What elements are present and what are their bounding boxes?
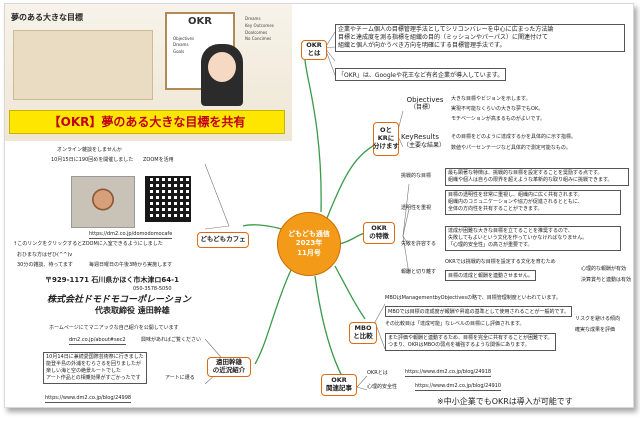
feature-heading: 透明性を重視 [401,205,432,211]
feature-item: 最も顕著な特徴は、挑戦的な目標を設定することを奨励する点です。 [448,170,603,176]
okr-toha-box: 企業やチーム個人の目標管理手法としてシリコンバレーを中心に広まった方法論 目標と… [335,24,625,53]
feature-box: 最も顕著な特徴は、挑戦的な目標を設定することを奨励する点です。 組織や個人は自ら… [445,168,629,186]
node-trainer: 遠田幹雄 の近況紹介 [207,357,251,377]
node-okr-toha: OKR とは [301,40,327,60]
mbo-box: また評価や報酬と連動するため、目標を完全に共有することが困難です。 つまり、OK… [385,333,556,351]
okr-toha-item: 企業やチーム個人の目標管理手法としてシリコンバレーを中心に広まった方法論 [338,26,554,33]
mbo-item: つまり、OKRはMBOの弱点を補強するような関係にあります。 [388,342,530,348]
cafe-item: ↑このリンクをクリックするとZOOMに入室できるようにしました [13,241,163,247]
objectives-item: 実現不可能なくらいの大きな夢でもOK。 [451,106,544,112]
company-address: 〒929-1171 石川県かほく市木津ロ64-1 [45,276,179,284]
center-node: どもども通信 2023年 11月号 [277,212,341,276]
company-logo: 株式会社ドモドモコーポレーション [47,291,191,306]
mbo-item: その比較目は「達成可能」なレベルの目標にし評価されます。 [385,321,525,327]
center-line-3: 11月号 [297,248,321,257]
node-mbo: MBO と比較 [349,322,377,344]
related-link[interactable]: https://www.dm2.co.jp/blog/24910 [415,383,502,391]
objectives-item: 大きな目標やビジョンを示します。 [451,96,531,102]
feature-heading: 報酬と切り離す [401,269,437,275]
feature-side-item: 心理的な報酬が有効 [581,266,627,272]
node-cafe: どもどもカフェ [197,232,249,248]
feature-item: 組織や個人は自らの限界を超えような革新的な取り組みに挑戦できます。 [448,177,613,183]
node-related: OKR 関連記事 [321,374,357,396]
company-representative: 代表取締役 遠田幹雄 [95,306,170,315]
trainer-item: アートに遭る [165,375,195,381]
trainer-item: 楽しい海と空の絶景ルートでした [46,368,122,374]
cafe-item: オンライン雑談をしませんか [57,147,122,153]
board-side-item: Dreams [245,16,261,21]
trainer-item: 能登半島の外浦をむらさるを回りましたが [46,361,142,367]
cafe-item: 30分の雑談、待ってます [17,262,73,268]
banner-main-text: 【OKR】夢のある大きな目標を共有 [9,110,285,134]
mindmap-sheet: 夢のある大きな目標 OKR Objectives Dreams Goals Dr… [4,3,634,408]
mbo-side-item: 確実な成果を評価 [575,327,616,333]
board-side-item: Doalcomes [245,29,268,35]
okr-board-title: OKR [188,16,212,27]
feature-box: 目標の透明性を非常に重視し、組織内に広く共有されます。 組織内のコミュニケーショ… [445,190,621,215]
feature-side-item: 決算賞与と連動は有効 [581,277,632,283]
footer-note: ※中小企業でもOKRは導入が可能です [437,397,573,406]
kr-sub: （主要な結果） [403,142,446,149]
related-label: OKRとは [367,370,388,376]
feature-item: 目標の達成と報酬を連動させません。 [445,270,536,281]
kr-heading: KeyResults [401,133,439,141]
objectives-heading: Objectives [406,96,444,104]
feature-item: 失敗してもよいという文化を作っていかなければなりません。 [448,235,588,241]
trainer-box: 10月14日に兼続愛国際芸術祭に行きました 能登半島の外浦をむらさるを回りました… [43,352,147,384]
trainer-item: ホームページにてマニアックな自己紹介を公開しています [49,325,179,331]
center-line-2: 2023年 [295,239,323,248]
board-side-item: Key Outcomes [245,22,274,28]
person-face [208,52,236,82]
kr-item: その目標をどのように達成するかを具体的に示す指標。 [451,134,577,140]
board-side-item: No Concimes [245,36,272,42]
feature-item: 全体の方向性を共有することができます。 [448,206,543,212]
board-item: Objectives [173,36,195,41]
okr-toha-note: 「OKR」は、Googleや花王など有名企業が導入しています。 [335,68,507,81]
board-item: Dreams [173,42,189,48]
trainer-item: アート作品との相乗効果がすごかったです [46,375,141,381]
feature-item: 組織内のコミュニケーションや協力が促進されるとともに、 [448,199,583,205]
trainer-link[interactable]: dm2.co.jp/about#sec2 [69,337,126,345]
board-item: Goals [173,48,185,54]
okr-toha-item: 組織と個人が向かうべき方向を明確にする目標管理手法です。 [338,42,506,50]
cafe-item: ZOOMを活用 [143,157,174,163]
objectives-sub: （目標） [410,104,435,111]
related-label: 心理的安全性 [367,384,398,390]
node-o-kr: Oと KRに 分けます [373,122,399,156]
board-side-list: Dreams Key Outcomes Doalcomes No Concime… [245,16,274,43]
objectives-item: モチベーションが高まるものがよいです。 [451,116,546,122]
desk-illustration [13,30,153,100]
cafe-item: 毎週日曜日の午後3時から実施します [89,262,173,268]
company-logo-text: 株式会社ドモドモコーポレーション [47,295,191,305]
avatar [71,176,135,228]
feature-item: 「心理的安全性」の高さが重要です。 [448,242,533,248]
feature-item: OKRでは挑戦的な目標を設定する文化を育むため [445,259,556,265]
okr-toha-item: 目標と達成度を測る指標を組織の目的（ミッションやパーパス）に関連付けて [338,34,548,42]
node-features: OKR の特徴 [363,222,395,244]
trainer-link[interactable]: https://www.dm2.co.jp/blog/24998 [45,395,132,403]
mbo-item: また評価や報酬と連動するため、目標を完全に共有することが困難です。 [388,335,553,341]
feature-heading: 失敗を許容する [401,241,437,247]
mbo-side-item: リスクを避ける傾向 [575,316,621,322]
cafe-item: 10月15日に190回めを開催しました [51,157,134,163]
feature-heading: 挑戦的な目標 [401,173,432,179]
related-link[interactable]: https://www.dm2.co.jp/blog/24918 [405,369,492,377]
company-phone: 050-3578-5050 [133,286,172,292]
banner-title: 夢のある大きな目標 [11,13,83,22]
mbo-item: MBOでは目標の達成度が報酬や昇進の基準として使用されることが一般的です。 [385,306,572,317]
kr-item: 数値やパーセンテージなど具体的で測定可能なもの。 [451,145,571,151]
trainer-item: 興味があればご覧ください [141,337,202,343]
feature-box: 達成が困難な大きな目標を立てることを推奨するので、 失敗してもよいという文化を作… [445,226,621,251]
feature-item: 達成が困難な大きな目標を立てることを推奨するので、 [448,228,573,234]
feature-item: 目標の透明性を非常に重視し、組織内に広く共有されます。 [448,192,583,198]
cafe-item: おひまな方はぜひ(^^)v [17,252,73,258]
mbo-item: MBOはManagementbyObjectivesの略で、目標管理制度といわれ… [385,295,561,301]
qr-code[interactable] [145,176,191,222]
trainer-item: 10月14日に兼続愛国際芸術祭に行きました [46,354,144,360]
center-line-1: どもども通信 [288,230,330,239]
banner-illustration: 夢のある大きな目標 OKR Objectives Dreams Goals Dr… [5,4,292,141]
cafe-link[interactable]: https://dm2.co.jp/domodomocafe [89,231,173,239]
